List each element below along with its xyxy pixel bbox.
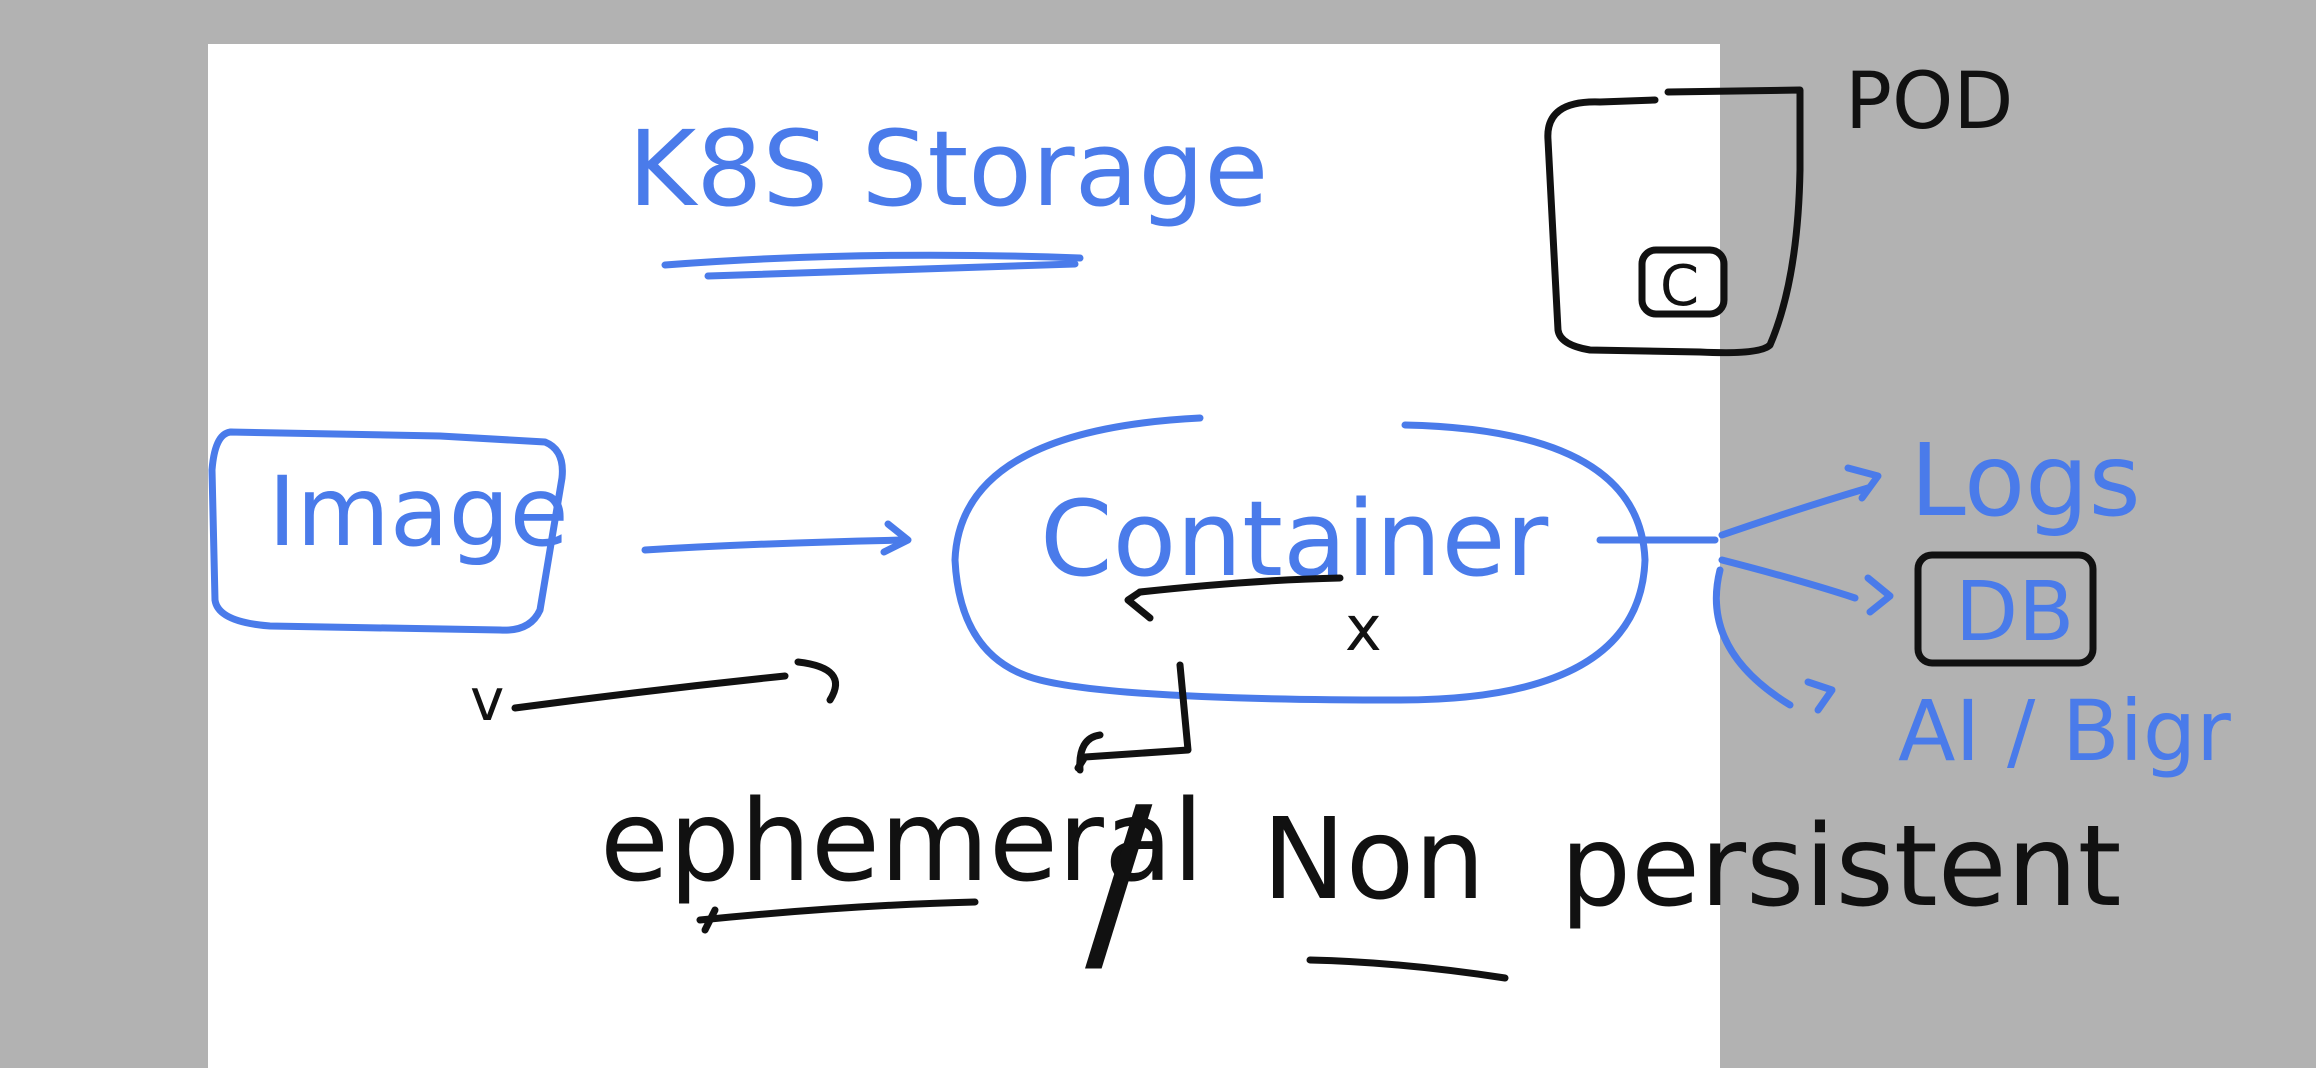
container-to-ephemeral-line — [1074, 661, 1192, 772]
non-underline — [1306, 956, 1509, 982]
container-to-ephemeral-hook — [1076, 731, 1104, 774]
logs-label: Logs — [1910, 422, 2141, 539]
title-underline-1 — [661, 251, 1084, 269]
arrow-image-to-container — [641, 536, 909, 554]
arrow-to-db-head — [1864, 574, 1894, 616]
ai-bigr-label: AI / Bigr — [1898, 682, 2231, 780]
image-label: Image — [268, 456, 569, 568]
arrow-under-image-head — [794, 658, 839, 704]
arrow-to-logs — [1718, 484, 1872, 539]
arrow-to-ai-head — [1804, 678, 1836, 714]
title-underline-2 — [704, 260, 1079, 280]
arrow-to-ai — [1712, 566, 1794, 709]
container-ellipse — [951, 414, 1649, 704]
image-box — [208, 428, 566, 634]
x-mark: x — [1345, 592, 1382, 665]
v-mark: v — [470, 666, 504, 734]
diagram-title: K8S Storage — [628, 108, 1268, 230]
slash-separator: / — [1085, 765, 1153, 998]
container-inner-arrow — [1136, 574, 1344, 596]
non-label: Non — [1262, 795, 1485, 925]
pod-box — [1544, 86, 1804, 357]
container-inner-arrow-head — [1124, 588, 1154, 622]
db-label: DB — [1955, 565, 2074, 660]
arrow-to-logs-head — [1844, 464, 1882, 502]
arrow-to-db — [1718, 556, 1859, 602]
pod-container-box — [1638, 246, 1728, 318]
pod-container-label: C — [1660, 254, 1699, 319]
pod-label: POD — [1845, 57, 2014, 147]
arrow-image-to-container-head — [880, 520, 912, 556]
ephemeral-underline — [696, 898, 979, 924]
ephemeral-underline-tick — [701, 906, 719, 934]
arrow-under-image — [511, 672, 789, 712]
ephemeral-label: ephemeral — [600, 777, 1204, 907]
db-box — [1914, 551, 2097, 667]
persistent-label: persistent — [1560, 802, 2122, 932]
whiteboard-page — [208, 44, 1720, 1068]
